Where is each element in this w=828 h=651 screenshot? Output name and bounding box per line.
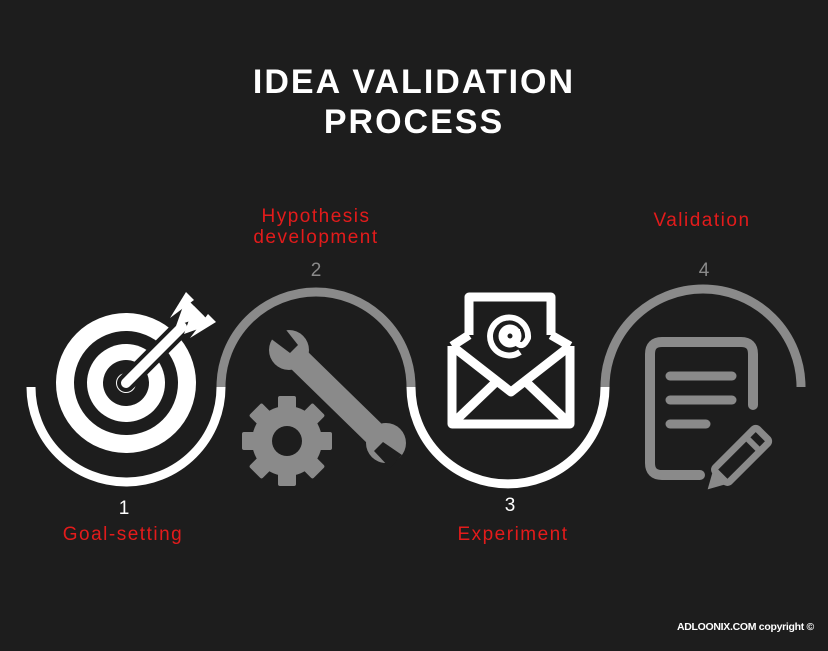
document-pencil-icon [645,337,773,490]
wrench-gear-icon [242,326,406,486]
arc-step-1 [26,386,226,487]
step-2-label-line-2: development [253,227,379,248]
copyright-notice: ADLOONIX.COM copyright © [676,621,814,633]
arc-step-4 [600,284,806,388]
target-arrow-icon [56,292,216,453]
step-4-number: 4 [698,260,710,281]
arc-step-3 [406,386,610,489]
step-3-number: 3 [504,495,516,516]
step-1-number: 1 [118,498,130,519]
step-3-label: Experiment [457,524,569,545]
diagram-title-line-1: IDEA VALIDATION [252,63,576,101]
step-2-number: 2 [310,260,322,281]
step-4-label: Validation [653,210,751,231]
diagram-title-line-2: PROCESS [323,103,505,141]
email-envelope-icon [447,292,575,429]
step-1-label: Goal-setting [62,524,184,545]
arc-step-2 [216,287,416,388]
step-2-label-line-1: Hypothesis [261,206,371,227]
